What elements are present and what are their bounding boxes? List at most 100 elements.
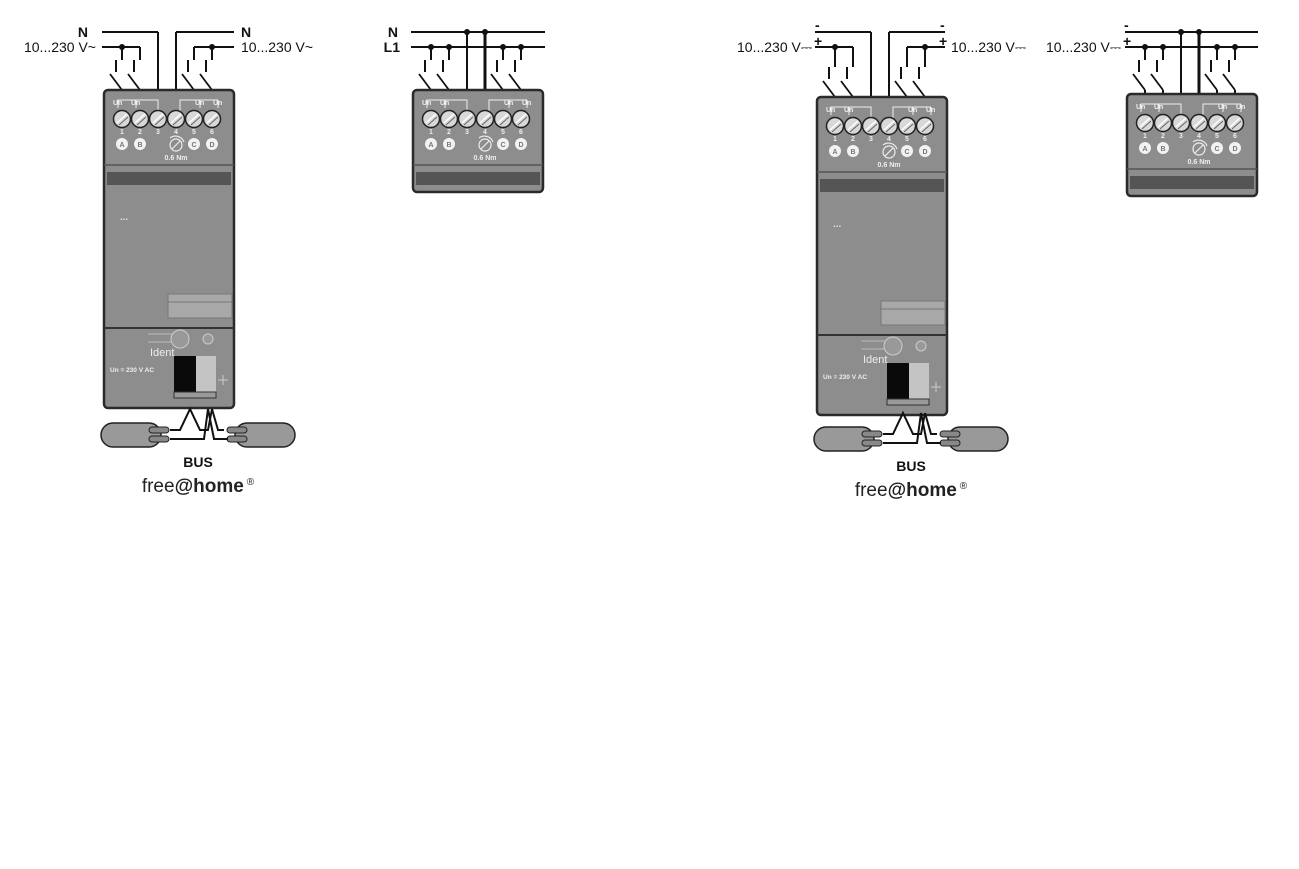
screw-slot — [461, 113, 473, 124]
terminal-number: 1 — [429, 129, 433, 136]
terminal-number: 4 — [174, 129, 178, 136]
screw-slot — [206, 113, 218, 124]
torque-arrow — [882, 142, 898, 150]
bus-connector-black — [174, 356, 196, 392]
wire — [894, 80, 908, 98]
torque-arrow — [478, 135, 494, 143]
bus-connector-base — [886, 398, 930, 406]
screw-slot — [1175, 117, 1187, 128]
brand-registered: ® — [247, 477, 255, 488]
channel-circle — [1139, 142, 1151, 154]
channel-letter: C — [500, 142, 505, 149]
screw-slot — [134, 113, 146, 124]
ident-label: Ident — [863, 354, 887, 366]
channel-letter: D — [922, 149, 927, 156]
rated-voltage: Un = 230 V AC — [823, 374, 867, 381]
ident-button — [170, 329, 190, 349]
torque-icon-slot — [884, 147, 894, 157]
terminal-number: 6 — [210, 129, 214, 136]
bus-wire-end — [861, 439, 883, 447]
label-band — [1130, 176, 1254, 189]
channel-letter: A — [1142, 146, 1147, 153]
screw-slot — [1177, 120, 1188, 130]
channel-letter: A — [428, 142, 433, 149]
terminal-number: 3 — [465, 129, 469, 136]
voltage-left: 10...230 V⎓ — [737, 39, 812, 55]
screw-slot — [885, 123, 896, 133]
un-label: Un — [1218, 104, 1227, 111]
led-indicator — [202, 333, 214, 345]
ident-label: Ident — [150, 347, 174, 359]
screw-slot — [1159, 120, 1170, 130]
screw-slot — [921, 123, 932, 133]
bus-connector-base — [173, 391, 217, 399]
screw-slot — [170, 113, 182, 124]
screw-slot — [1157, 117, 1169, 128]
torque-arrow — [1192, 139, 1208, 147]
un-label: Un — [440, 100, 449, 107]
un-label: Un — [1136, 104, 1145, 111]
screw-slot — [901, 120, 913, 131]
voltage-right: 10...230 V⎓ — [951, 39, 1026, 55]
terminal-number: 6 — [519, 129, 523, 136]
channel-letter: B — [446, 142, 451, 149]
screw-slot — [1139, 117, 1151, 128]
torque-label: 0.6 Nm — [474, 155, 497, 162]
bus-wire-end — [861, 430, 883, 438]
free-at-home-logo: free@home® — [142, 476, 255, 497]
terminal-number: 1 — [833, 136, 837, 143]
terminal-number: 6 — [1233, 133, 1237, 140]
minus-right: - — [940, 17, 945, 33]
channel-circle — [134, 138, 146, 150]
plus-mark — [218, 375, 228, 385]
screw-slot — [1211, 117, 1223, 128]
bus-cable — [100, 422, 162, 448]
bus-label: BUS — [896, 458, 926, 474]
terminal-number: 5 — [192, 129, 196, 136]
un-label: Un — [195, 100, 204, 107]
channel-circle — [847, 145, 859, 157]
brand-registered: ® — [960, 481, 968, 492]
wire — [840, 80, 854, 98]
channel-letter: B — [137, 142, 142, 149]
torque-icon-slot — [1194, 144, 1204, 154]
bus-connector-black — [887, 363, 909, 399]
channel-circle — [116, 138, 128, 150]
wire — [508, 73, 522, 91]
terminal-number: 1 — [120, 129, 124, 136]
label-n-left: N — [78, 24, 88, 40]
terminal-number: 4 — [887, 136, 891, 143]
screw-slot — [443, 113, 455, 124]
wire — [490, 73, 504, 91]
led-indicator — [915, 340, 927, 352]
screw-slot — [829, 120, 841, 131]
bus-wire-end — [939, 439, 961, 447]
screw-slot — [517, 116, 528, 126]
brand-prefix: free — [855, 480, 888, 501]
wire — [1222, 73, 1236, 91]
channel-letter: D — [1232, 146, 1237, 153]
un-label: Un — [908, 107, 917, 114]
wire — [418, 73, 432, 91]
wire — [127, 73, 141, 91]
rail-slot — [167, 293, 233, 319]
dots: ... — [833, 219, 842, 230]
torque-icon — [1192, 142, 1206, 156]
channel-letter: B — [1160, 146, 1165, 153]
screw-slot — [847, 120, 859, 131]
channel-letter: B — [850, 149, 855, 156]
channel-circle — [497, 138, 509, 150]
un-label: Un — [522, 100, 531, 107]
screw-slot — [1141, 120, 1152, 130]
channel-letter: D — [209, 142, 214, 149]
channel-circle — [1157, 142, 1169, 154]
un-label: Un — [1236, 104, 1245, 111]
screw-slot — [1193, 117, 1205, 128]
plus-left: + — [814, 33, 822, 49]
channel-circle — [515, 138, 527, 150]
un-bracket — [426, 99, 528, 112]
